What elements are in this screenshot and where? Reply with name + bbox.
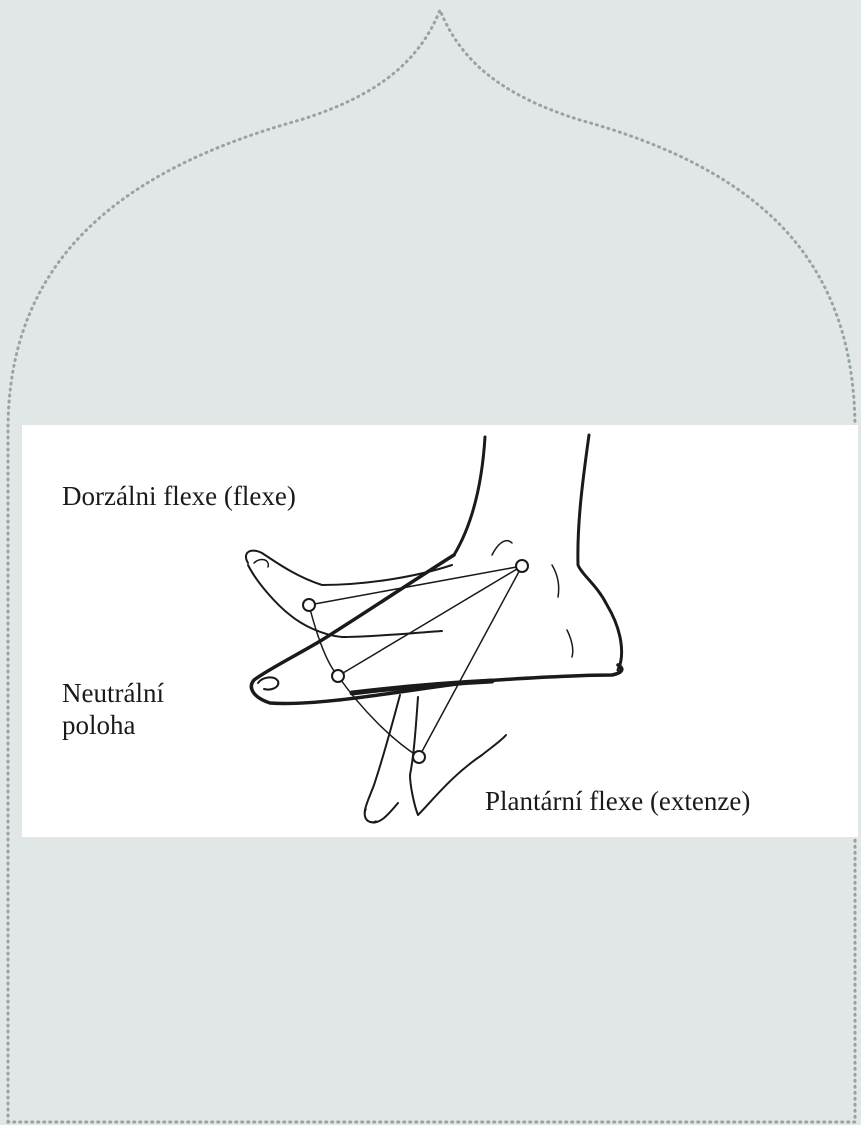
- ankle-detail-2: [552, 565, 559, 597]
- sole-detail: [567, 630, 573, 657]
- motion-arc: [309, 605, 419, 757]
- leg-back-outline: [578, 435, 622, 670]
- ankle-pivot-point: [516, 560, 528, 572]
- ankle-motion-diagram: Dorzálni flexe (flexe) Neutrální poloha …: [22, 425, 858, 837]
- plantar-toe: [365, 809, 376, 822]
- plantar-angle-line: [419, 566, 522, 757]
- neutral-point: [332, 670, 344, 682]
- ankle-detail: [492, 541, 512, 555]
- dorsal-point: [303, 599, 315, 611]
- dorsal-toe: [254, 560, 268, 567]
- label-neutral-position: Neutrální poloha: [62, 677, 212, 741]
- label-dorsal-flexion: Dorzálni flexe (flexe): [62, 480, 296, 512]
- leg-front-outline: [454, 437, 485, 555]
- neutral-toe-outline: [258, 677, 278, 689]
- neutral-foot-outline: [251, 555, 621, 704]
- plantar-point: [413, 751, 425, 763]
- sole-shadow: [352, 681, 492, 693]
- dorsal-foot-outline: [246, 551, 452, 585]
- label-plantar-flexion: Plantární flexe (extenze): [485, 785, 750, 817]
